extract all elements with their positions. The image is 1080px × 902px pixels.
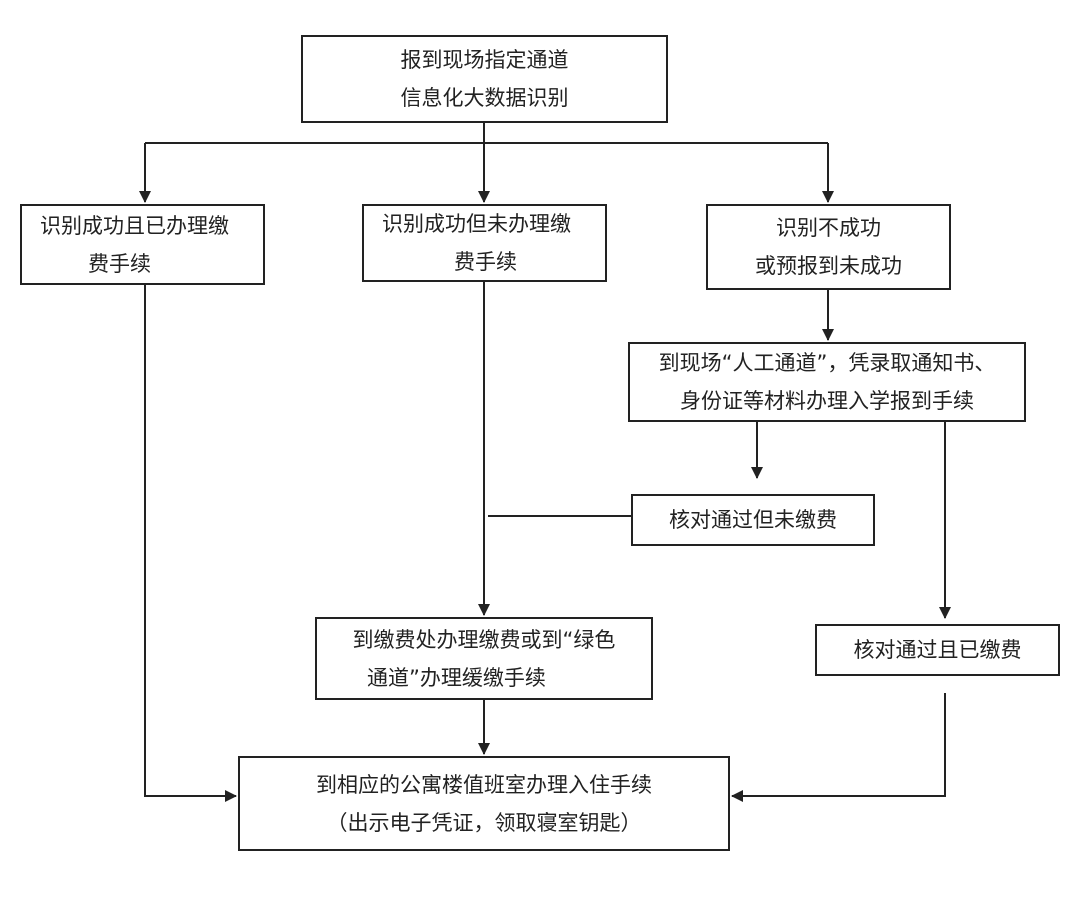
arrow-verified-paid-to-dorm <box>731 693 946 802</box>
arrow-success-paid-to-dorm <box>144 285 237 802</box>
node-success-paid-line-1: 识别成功且已办理缴 <box>40 213 229 238</box>
node-start-line-1: 报到现场指定通道 <box>400 48 569 72</box>
node-manual-channel: 到现场“人工通道”，凭录取通知书、 身份证等材料办理入学报到手续 <box>628 342 1026 422</box>
node-verified-paid-line-1: 核对通过且已缴费 <box>853 638 1022 662</box>
node-manual-channel-line-2: 身份证等材料办理入学报到手续 <box>680 389 974 413</box>
node-success-unpaid: 识别成功但未办理缴 费手续 <box>362 204 607 282</box>
node-success-unpaid-line-2: 费手续 <box>454 250 517 274</box>
node-success-paid: 识别成功且已办理缴 费手续 <box>20 204 265 285</box>
node-verified-unpaid-line-1: 核对通过但未缴费 <box>669 508 837 532</box>
node-dorm-checkin-line-2: （出示电子凭证，领取寝室钥匙） <box>326 810 642 835</box>
node-dorm-checkin: 到相应的公寓楼值班室办理入住手续 （出示电子凭证，领取寝室钥匙） <box>238 756 730 851</box>
node-dorm-checkin-line-1: 到相应的公寓楼值班室办理入住手续 <box>316 772 652 797</box>
node-verified-unpaid: 核对通过但未缴费 <box>631 494 875 546</box>
node-failed: 识别不成功 或预报到未成功 <box>706 204 951 290</box>
node-payment-office-line-1: 到缴费处办理缴费或到“绿色 <box>352 627 616 652</box>
node-failed-line-1: 识别不成功 <box>776 216 881 240</box>
node-start: 报到现场指定通道 信息化大数据识别 <box>301 35 668 123</box>
node-payment-office: 到缴费处办理缴费或到“绿色 通道”办理缓缴手续 <box>315 617 653 700</box>
node-success-unpaid-line-1: 识别成功但未办理缴 <box>382 212 571 236</box>
node-failed-line-2: 或预报到未成功 <box>755 254 902 278</box>
node-success-paid-line-2: 费手续 <box>88 251 151 276</box>
node-verified-paid: 核对通过且已缴费 <box>815 624 1060 676</box>
node-start-line-2: 信息化大数据识别 <box>400 86 569 110</box>
node-payment-office-line-2: 通道”办理缓缴手续 <box>367 665 546 690</box>
node-manual-channel-line-1: 到现场“人工通道”，凭录取通知书、 <box>658 351 996 375</box>
